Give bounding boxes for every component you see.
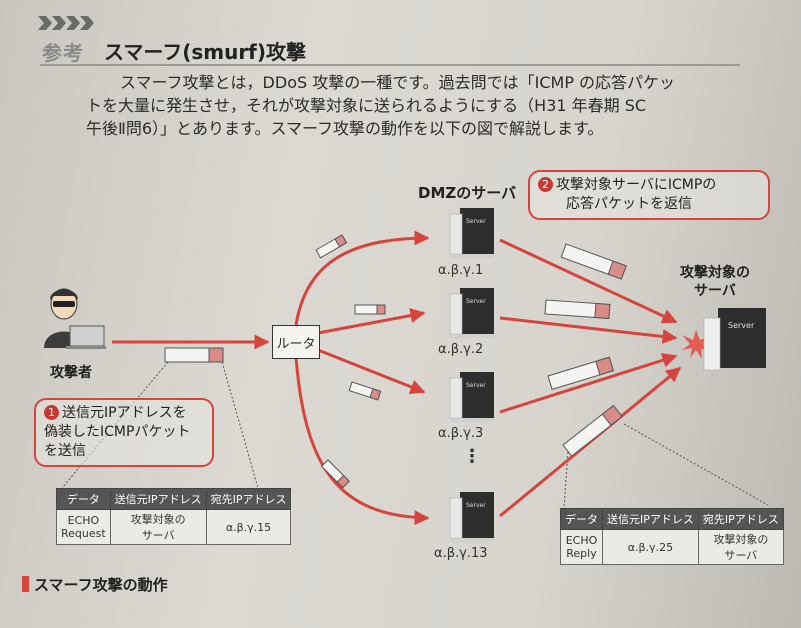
table-header: 宛先IPアドレス bbox=[697, 508, 784, 530]
arrow-server-1-target bbox=[499, 238, 678, 324]
arrow-server-2-target bbox=[499, 316, 678, 344]
server-icon: Server bbox=[449, 287, 495, 339]
arrow-router-server-3 bbox=[317, 348, 426, 394]
target-label-line1: 攻撃対象の bbox=[680, 265, 750, 281]
step-number-2: 2 bbox=[538, 177, 553, 192]
figure-caption: スマーフ攻撃の動作 bbox=[34, 576, 168, 594]
server-icon: Server bbox=[449, 371, 495, 423]
svg-text:Server: Server bbox=[466, 218, 486, 225]
target-server-icon: Server bbox=[703, 308, 766, 371]
callout2-line2: 応答パケットを返信 bbox=[566, 196, 692, 212]
arrow-router-server-1 bbox=[294, 230, 430, 326]
svg-text:Server: Server bbox=[728, 321, 755, 330]
impact-burst-icon bbox=[682, 330, 712, 359]
svg-text:Server: Server bbox=[466, 502, 486, 509]
packet-icon bbox=[348, 381, 382, 401]
callout1-line3: を送信 bbox=[44, 443, 86, 459]
table-cell-source: 攻撃対象のサーバ bbox=[109, 509, 207, 545]
ellipsis: ⋮ bbox=[463, 446, 481, 467]
callout1-line1: 送信元IPアドレスを bbox=[62, 405, 187, 421]
attacker-label: 攻撃者 bbox=[50, 365, 92, 381]
caption-marker bbox=[22, 576, 29, 592]
intro-line-2: トを大量に発生させ，それが攻撃対象に送られるようにする（H31 年春期 SC bbox=[86, 96, 647, 115]
server-icon: Server bbox=[449, 491, 495, 543]
target-label-line2: サーバ bbox=[694, 283, 736, 299]
table-connector-left bbox=[61, 361, 259, 489]
server-ip-13: α.β.γ.13 bbox=[434, 546, 488, 561]
table-header: 送信元IPアドレス bbox=[109, 488, 207, 510]
callout2-line1: 攻撃対象サーバにICMPの bbox=[556, 177, 717, 193]
attacker-icon bbox=[44, 288, 106, 349]
table-cell-source: α.β.γ.25 bbox=[602, 529, 699, 565]
server-ip-1: α.β.γ.1 bbox=[438, 263, 484, 278]
router-box: ルータ bbox=[272, 325, 320, 359]
chevron-decoration-icon bbox=[38, 16, 94, 30]
packet-icon bbox=[562, 404, 623, 457]
callout1-line2: 偽装したICMPパケット bbox=[44, 424, 191, 440]
arrow-router-server-2 bbox=[317, 308, 426, 335]
packet-icon bbox=[354, 304, 386, 315]
step-number-1: 1 bbox=[44, 405, 59, 420]
packet-icon bbox=[164, 347, 224, 363]
svg-text:Server: Server bbox=[466, 382, 486, 389]
svg-text:Server: Server bbox=[466, 298, 486, 305]
table-header: 送信元IPアドレス bbox=[602, 508, 699, 530]
table-cell-destination: α.β.γ.15 bbox=[205, 509, 292, 545]
packet-icon bbox=[544, 299, 611, 319]
packet-icon bbox=[320, 459, 350, 489]
server-icon: Server bbox=[449, 207, 495, 259]
arrow-router-server-13 bbox=[294, 356, 430, 526]
arrow-server-3-target bbox=[499, 352, 678, 414]
intro-line-3: 午後Ⅱ問6）」とあります。スマーフ攻撃の動作を以下の図で解説します。 bbox=[86, 119, 604, 138]
server-ip-3: α.β.γ.3 bbox=[438, 426, 484, 441]
section-title: スマーフ(smurf)攻撃 bbox=[104, 40, 307, 64]
table-header: 宛先IPアドレス bbox=[205, 488, 292, 510]
title-rule bbox=[40, 64, 740, 66]
packet-icon bbox=[315, 234, 348, 259]
dmz-label: DMZのサーバ bbox=[418, 184, 517, 202]
target-label: 攻撃対象の サーバ bbox=[680, 264, 750, 300]
table-cell-destination: 攻撃対象のサーバ bbox=[697, 529, 784, 565]
packet-icon bbox=[547, 356, 614, 391]
table-header: データ bbox=[56, 488, 111, 510]
reference-tag: 参考 bbox=[42, 41, 84, 65]
server-ip-2: α.β.γ.2 bbox=[438, 342, 484, 357]
packet-icon bbox=[560, 243, 627, 280]
intro-line-1: スマーフ攻撃とは，DDoS 攻撃の一種です。過去問では「ICMP の応答パケッ bbox=[120, 73, 676, 92]
table-header: データ bbox=[560, 508, 603, 530]
